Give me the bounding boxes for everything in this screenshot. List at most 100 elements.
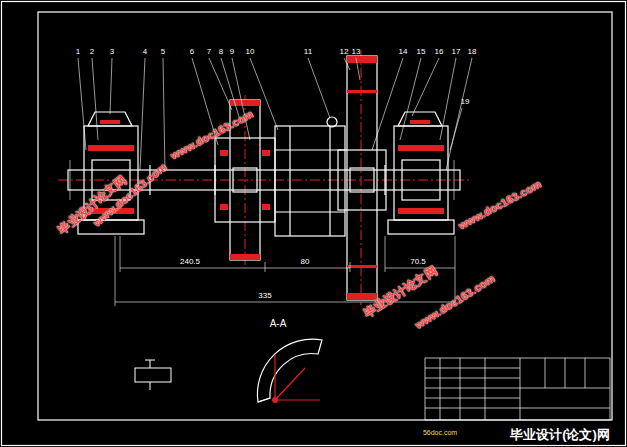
title-block [425,358,610,420]
leader-line-part [450,108,462,150]
title-block-part [425,398,520,399]
right-bearing-housing-part [410,120,430,124]
section-view-part [272,397,278,403]
callout-number: 11 [304,48,312,56]
sleeve [275,117,345,236]
large-gear-part [347,56,377,300]
right-bearing-housing-part [394,126,448,220]
dimension-line-part [350,262,351,272]
dimension-text: 335 [257,292,272,300]
large-gear-part [347,56,377,63]
left-bearing-housing-part [78,220,144,234]
callout-number: 15 [417,48,426,56]
dimension-line-part [115,236,116,306]
title-block-part [425,388,610,389]
section-view-part [258,398,270,402]
title-block-part [425,378,520,379]
section-label: A-A [270,319,287,329]
callout-number: 14 [399,48,408,56]
callout-number: 6 [190,48,194,56]
detail-view-part [150,360,151,368]
title-block-part [520,358,521,420]
leader-line-part [163,58,165,172]
right-bearing-housing-part [398,208,444,214]
leader-line-part [356,58,360,80]
dimension-line-part [120,268,265,269]
detail-view-part [135,368,171,382]
dimension-line-part [385,268,455,269]
callout-number: 3 [110,48,114,56]
dimension-line-part [265,262,266,272]
leader-line-part [78,58,86,150]
site-url: 56doc.com [422,429,458,436]
sleeve-part [275,149,345,150]
callout-number: 9 [230,48,234,56]
small-gear-part [262,150,270,156]
section-view-part [275,368,305,400]
leader-line-part [221,58,240,120]
title-block-part [460,358,461,420]
sleeve-part [275,211,345,212]
callout-number: 18 [468,48,477,56]
section-view-part [257,339,322,402]
callout-number: 1 [76,48,80,56]
callout-number: 13 [352,48,361,56]
large-gear-part [347,293,377,300]
large-gear [338,56,386,300]
leader-line [78,58,472,172]
leader-line-part [308,58,330,118]
callout-number: 4 [143,48,147,56]
leader-line-part [344,58,350,70]
left-bearing-housing-part [88,145,134,151]
detail-view [135,360,171,390]
left-bearing-housing-part [88,112,132,126]
right-bearing-housing-part [398,145,444,151]
section-view-part [275,399,320,400]
callout-number: 7 [207,48,211,56]
large-gear-part [347,90,377,93]
watermark: 毕业设计论文网 [361,265,439,320]
leader-line-part [446,58,472,170]
small-gear-part [220,204,228,210]
right-bearing-housing-part [388,220,454,234]
callout-number: 2 [90,48,94,56]
callout-number: 19 [461,98,470,106]
dimension-line-part [120,236,121,272]
leader-line-part [400,58,421,140]
dimension-text: 80 [300,258,311,266]
dimension-line-part [115,302,455,303]
small-gear-part [230,254,260,260]
leader-line-part [412,58,439,116]
callout-number: 12 [340,48,349,56]
dimension-line-part [454,160,455,200]
large-gear-part [338,150,386,210]
sleeve-part [327,117,337,127]
title-block-part [425,368,520,369]
small-gear-part [220,150,228,156]
dimension-text: 70.5 [409,258,427,266]
title-block-part [485,358,486,420]
title-block-part [425,358,610,420]
callout-number: 10 [246,48,255,56]
large-gear-part [350,168,374,192]
title-block-part [585,358,586,388]
watermark: www.doc163.com [457,179,543,232]
callout-number: 16 [435,48,444,56]
leader-line-part [372,58,403,150]
title-block-part [425,408,610,409]
callout-number: 5 [161,48,165,56]
leader-line-part [440,58,456,140]
sleeve-part [275,126,345,236]
small-gear-part [233,168,257,192]
title-block-part [440,358,441,420]
dimension-text: 240.5 [179,258,201,266]
left-bearing-housing-part [100,120,120,124]
section-view-part [274,355,275,400]
dimension-line-part [70,160,71,200]
right-bearing-housing-part [398,112,442,126]
dimension-line-part [265,268,350,269]
detail-view-part [150,382,151,390]
